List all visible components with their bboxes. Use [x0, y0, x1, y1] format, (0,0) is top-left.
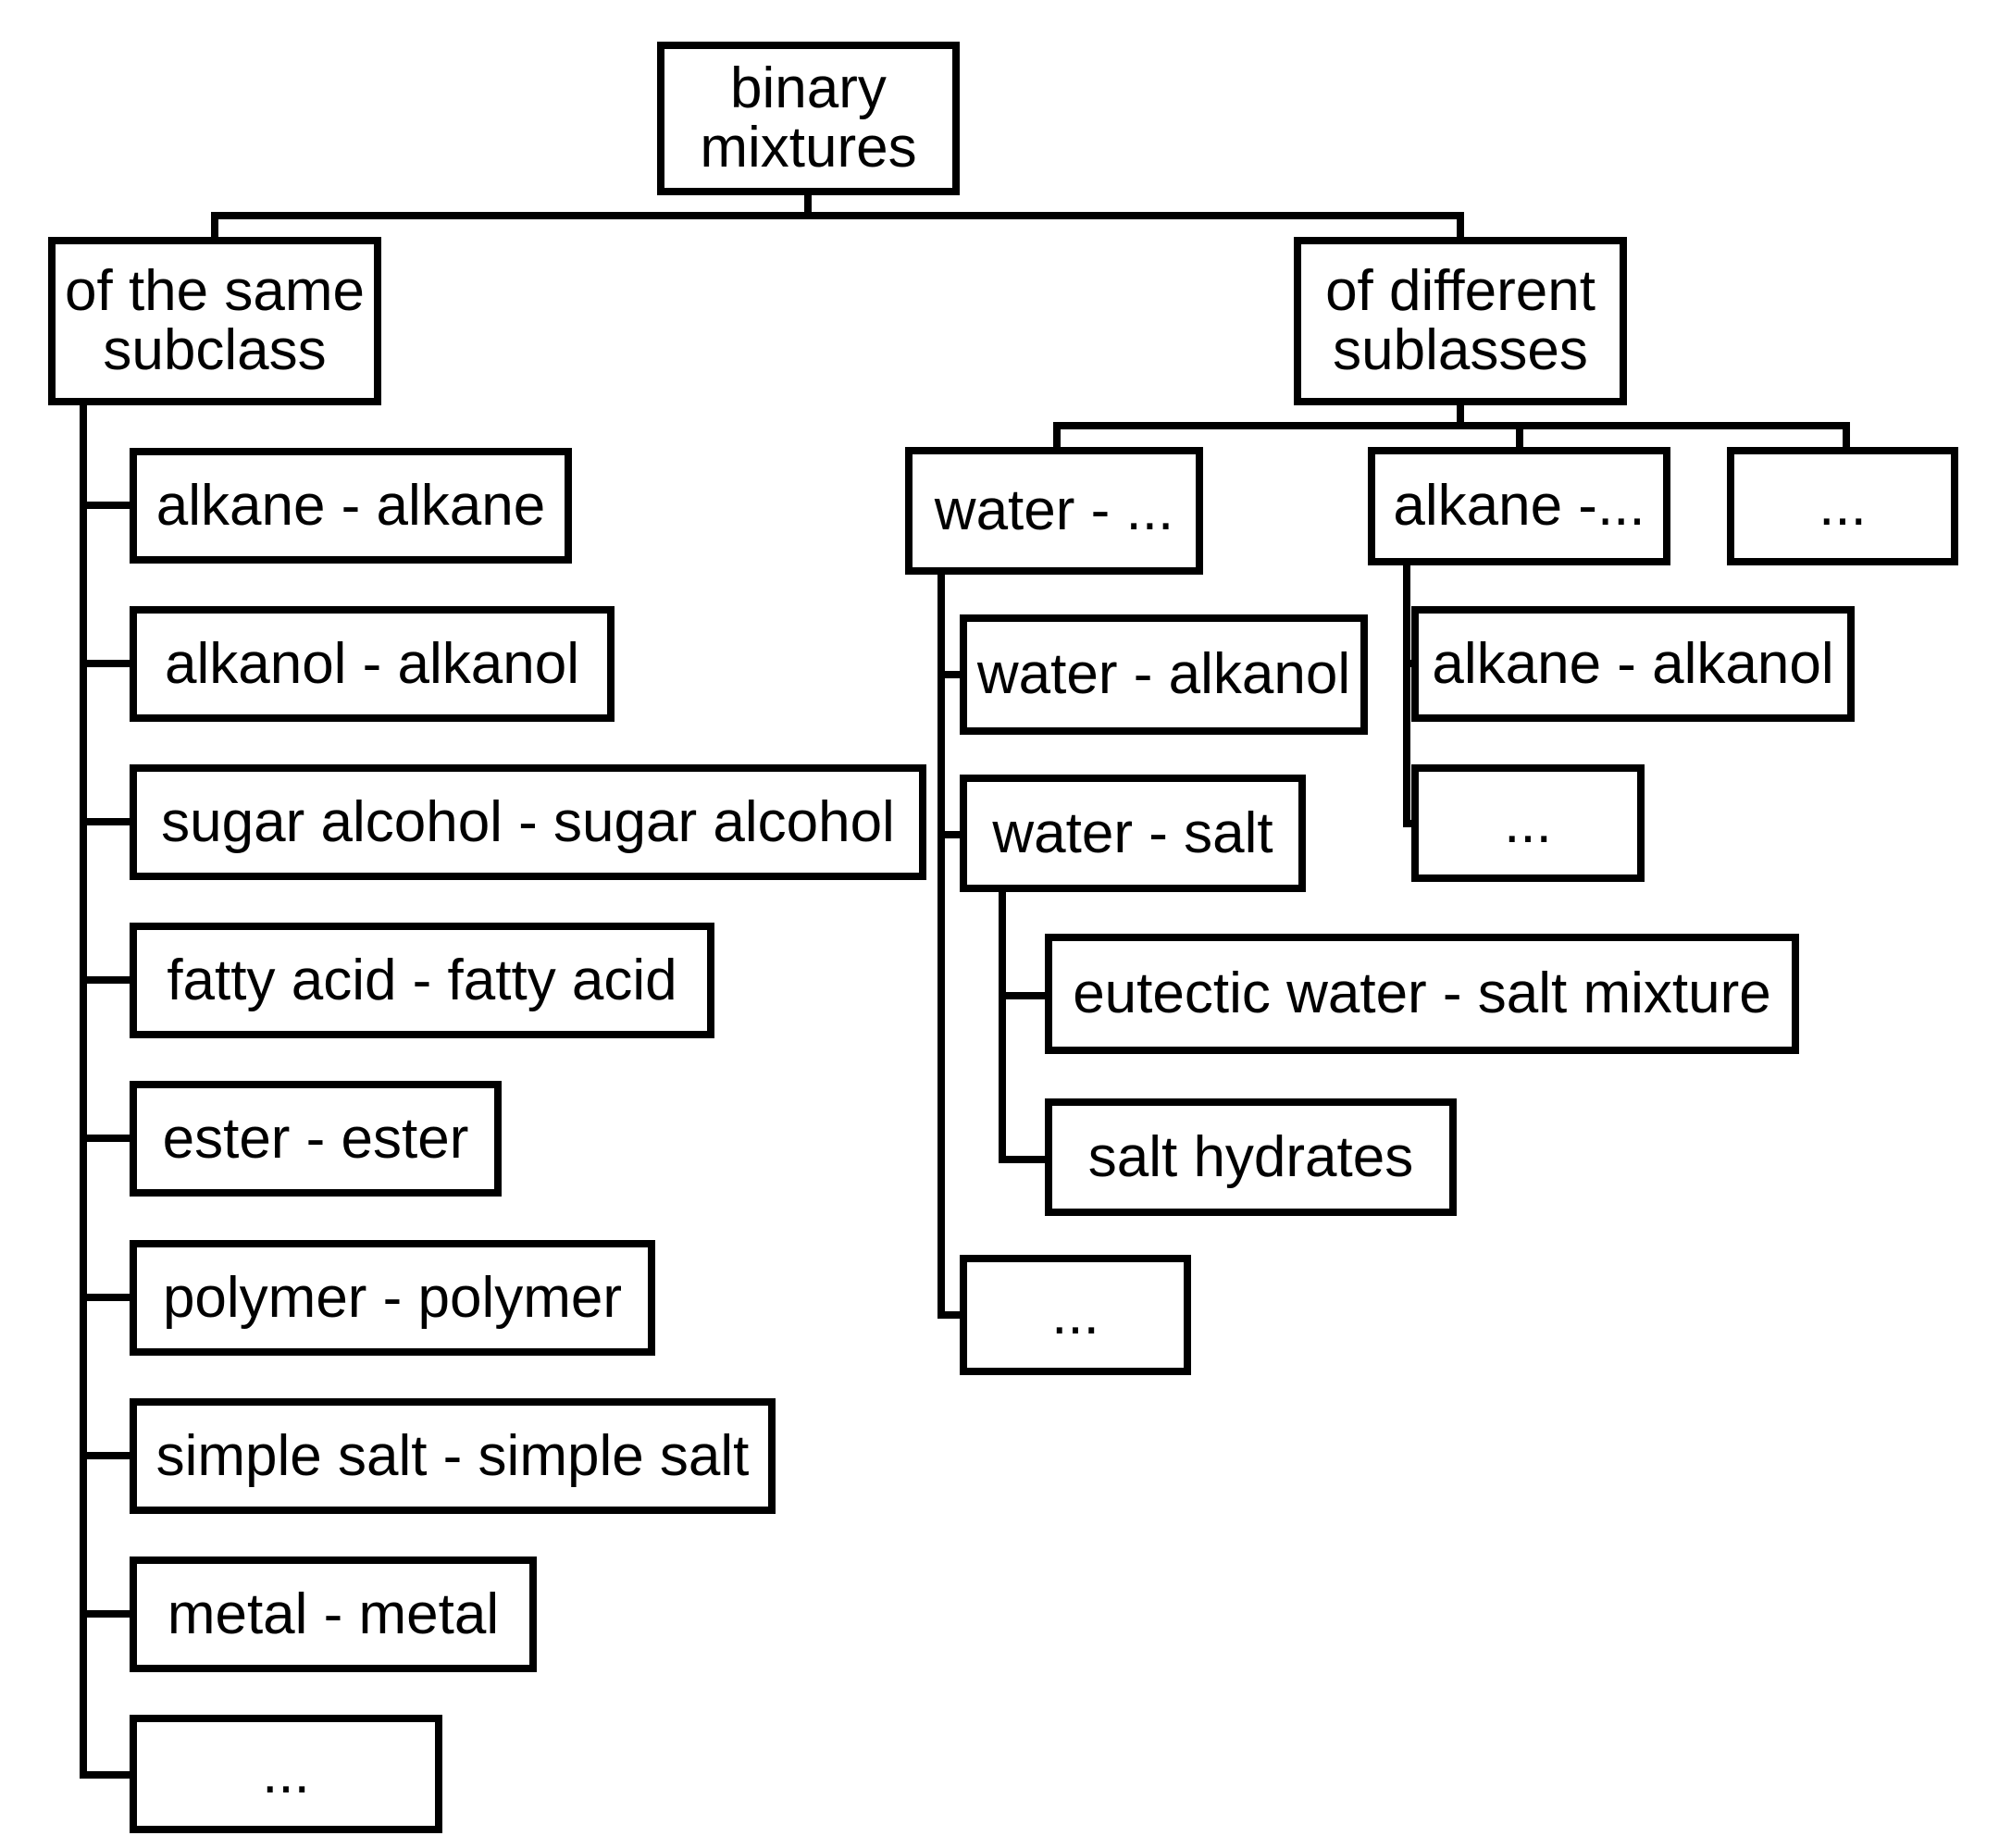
same-subclass-item: simple salt - simple salt	[130, 1398, 776, 1514]
same-subclass-item: ester - ester	[130, 1081, 502, 1197]
alkane-node: alkane -...	[1368, 447, 1670, 565]
water-more-node: ...	[960, 1255, 1191, 1375]
same-subclass-item: fatty acid - fatty acid	[130, 923, 714, 1038]
same-subclass-item: ...	[130, 1715, 442, 1833]
alkane-more-node: ...	[1411, 764, 1645, 882]
same-subclass-line2: subclass	[103, 318, 327, 382]
root-node-line1: binary	[730, 56, 887, 120]
different-subclasses-node: of different sublasses	[1294, 237, 1627, 405]
root-node-line2: mixtures	[700, 116, 917, 180]
same-subclass-line1: of the same	[65, 259, 365, 323]
same-subclass-item: sugar alcohol - sugar alcohol	[130, 764, 926, 880]
eutectic-node: eutectic water - salt mixture	[1045, 934, 1799, 1054]
root-node: binary mixtures	[657, 42, 960, 195]
alkane-alkanol-node: alkane - alkanol	[1411, 606, 1855, 722]
water-node: water - ...	[905, 447, 1203, 575]
same-subclass-item: alkanol - alkanol	[130, 606, 615, 722]
salt-hydrates-node: salt hydrates	[1045, 1098, 1457, 1216]
same-subclass-item: polymer - polymer	[130, 1240, 655, 1356]
same-subclass-node: of the same subclass	[48, 237, 381, 405]
same-subclass-item: metal - metal	[130, 1557, 537, 1672]
different-subclasses-line1: of different	[1325, 259, 1595, 323]
water-alkanol-node: water - alkanol	[960, 614, 1368, 735]
different-subclasses-line2: sublasses	[1333, 318, 1588, 382]
same-subclass-item: alkane - alkane	[130, 448, 572, 564]
other-node: ...	[1727, 447, 1958, 565]
water-salt-node: water - salt	[960, 775, 1306, 892]
